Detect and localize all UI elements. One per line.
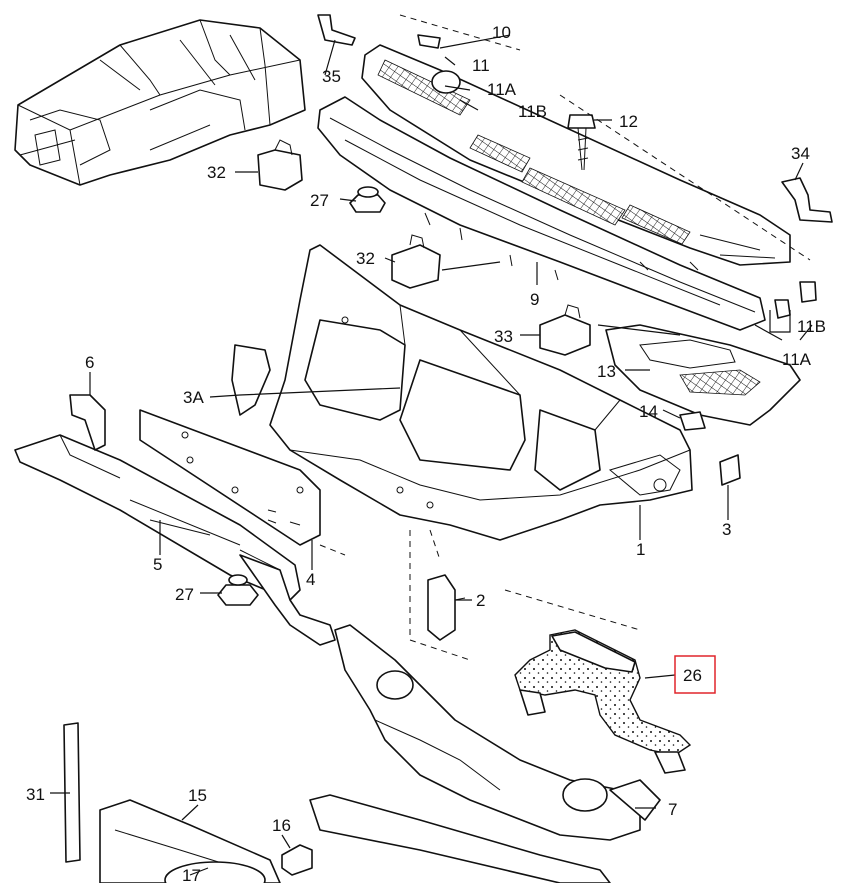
lower-frame (309, 624, 661, 883)
part-labels: 6 3A 5 4 27 2 1 3 7 9 10 11 11A 11B 12 3… (26, 23, 826, 883)
label-33: 33 (494, 327, 513, 346)
label-5: 5 (153, 555, 162, 574)
car-body-overview (14, 19, 306, 186)
label-13: 13 (597, 362, 616, 381)
highlight-box-26 (674, 655, 716, 694)
label-1: 1 (636, 540, 645, 559)
label-6: 6 (85, 353, 94, 372)
label-11a-top: 11A (487, 80, 517, 99)
label-12: 12 (619, 112, 638, 131)
leader-lines (50, 34, 813, 876)
trim-panel-3a (231, 344, 271, 416)
air-duct (514, 629, 692, 774)
cowl-grille (361, 44, 791, 271)
label-4: 4 (306, 570, 315, 589)
label-27-top: 27 (310, 191, 329, 210)
reference-lines (319, 14, 811, 661)
bolt-16 (281, 844, 313, 876)
label-35: 35 (322, 67, 341, 86)
side-cover (605, 324, 801, 426)
trim-panel-3 (719, 454, 741, 486)
label-7: 7 (668, 800, 677, 819)
label-32-top: 32 (207, 163, 226, 182)
label-10: 10 (492, 23, 511, 42)
cross-member (139, 409, 321, 546)
label-2: 2 (476, 591, 485, 610)
label-32-mid: 32 (356, 249, 375, 268)
label-14: 14 (639, 402, 658, 421)
label-31: 31 (26, 785, 45, 804)
side-member (14, 394, 336, 646)
fasteners (217, 14, 833, 641)
label-11a-right: 11A (782, 350, 812, 369)
cowl-panel (317, 96, 766, 331)
label-34: 34 (791, 144, 810, 163)
label-17: 17 (182, 866, 201, 883)
label-11b-right: 11B (797, 317, 826, 336)
radiator-frame (99, 799, 281, 883)
label-27-bottom: 27 (175, 585, 194, 604)
label-16: 16 (272, 816, 291, 835)
label-11b-top: 11B (518, 102, 547, 121)
label-3a: 3A (183, 388, 204, 407)
label-9: 9 (530, 290, 539, 309)
label-26: 26 (683, 666, 702, 685)
label-11: 11 (472, 56, 490, 75)
seal-strip (63, 722, 81, 863)
label-15: 15 (188, 786, 207, 805)
lock-carrier (269, 244, 693, 541)
label-3: 3 (722, 520, 731, 539)
